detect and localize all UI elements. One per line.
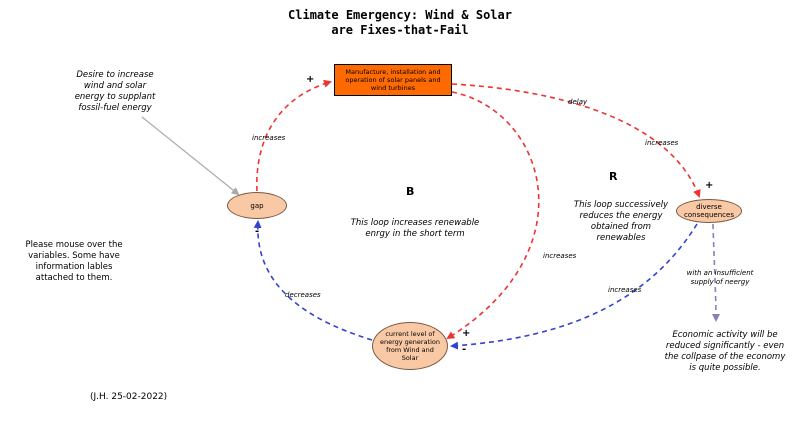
link-diverse-to-economic	[711, 223, 720, 322]
loop-b-line: This loop increases renewable	[350, 218, 480, 228]
link-label-increases: increases	[252, 134, 286, 142]
desire-note-line: wind and solar	[83, 81, 147, 91]
link-label-insufficient-supply: with an insufficient supply of neergy	[680, 269, 760, 287]
diverse-node-label: diverse consequences	[684, 203, 734, 219]
link-label-delay: delay	[568, 98, 588, 106]
sign-current-in-plus: +	[462, 328, 471, 339]
mouse-note-line: Please mouse over the	[25, 240, 123, 250]
loop-r-description: This loop successively reduces the energ…	[566, 200, 676, 244]
loop-r-line: obtained from	[590, 222, 652, 232]
loop-r-line: renewables	[596, 233, 646, 243]
diagram-title: Climate Emergency: Wind & Solar are Fixe…	[220, 8, 580, 38]
mouse-note-line: information lables	[35, 262, 113, 272]
manufacture-node-label: Manufacture, installation and operation …	[345, 68, 441, 92]
title-line-1: Climate Emergency: Wind & Solar	[288, 8, 512, 22]
link-desire-to-gap	[141, 116, 240, 196]
desire-note: Desire to increase wind and solar energy…	[60, 70, 170, 114]
title-line-2: are Fixes-that-Fail	[331, 23, 469, 37]
gap-node[interactable]: gap	[227, 192, 287, 219]
link-label-line: with an insufficient	[686, 269, 754, 277]
mouse-over-note: Please mouse over the variables. Some ha…	[14, 240, 134, 284]
economic-note[interactable]: Economic activity will be reduced signif…	[652, 330, 798, 374]
economic-note-line: is quite possible.	[689, 363, 761, 373]
link-manufacture-to-current	[446, 91, 540, 340]
loop-r-line: This loop successively	[573, 200, 669, 210]
economic-note-line: reduced significantly - even	[665, 341, 785, 351]
link-diverse-to-current	[450, 223, 698, 350]
mouse-note-line: attached to them.	[35, 273, 113, 283]
link-label-increases: increases	[608, 286, 642, 294]
sign-gap-in: -	[255, 226, 260, 237]
sign-manufacture-in: +	[306, 74, 315, 85]
desire-note-line: fossil-fuel energy	[78, 103, 152, 113]
economic-note-line: the collpase of the economy	[664, 352, 786, 362]
mouse-note-line: variables. Some have	[28, 251, 120, 261]
loop-b-name: B	[406, 185, 415, 198]
desire-note-line: Desire to increase	[76, 70, 154, 80]
loop-b-line: enrgy in the short term	[365, 229, 465, 239]
link-gap-to-manufacture	[256, 79, 332, 192]
sign-diverse-in: +	[705, 180, 714, 191]
link-label-increases: increases	[543, 252, 577, 260]
gap-node-label: gap	[250, 201, 264, 210]
signature: (J.H. 25-02-2022)	[90, 392, 168, 402]
current-generation-node[interactable]: current level of energy generation from …	[372, 322, 448, 370]
link-label-decreases: decreases	[285, 291, 321, 299]
link-label-increases: increases	[645, 139, 679, 147]
loop-r-name: R	[609, 170, 618, 183]
current-node-label: current level of energy generation from …	[379, 330, 441, 362]
loop-r-line: reduces the energy	[579, 211, 663, 221]
link-label-line: supply of neergy	[690, 278, 750, 286]
diverse-consequences-node[interactable]: diverse consequences	[676, 199, 742, 223]
sign-current-in-minus: -	[462, 344, 467, 355]
manufacture-node[interactable]: Manufacture, installation and operation …	[334, 64, 452, 96]
desire-note-line: energy to supplant	[74, 92, 156, 102]
economic-note-line: Economic activity will be	[672, 330, 778, 340]
link-manufacture-to-diverse	[451, 83, 701, 198]
link-current-to-gap	[253, 220, 373, 341]
loop-b-description: This loop increases renewable enrgy in t…	[330, 218, 500, 240]
